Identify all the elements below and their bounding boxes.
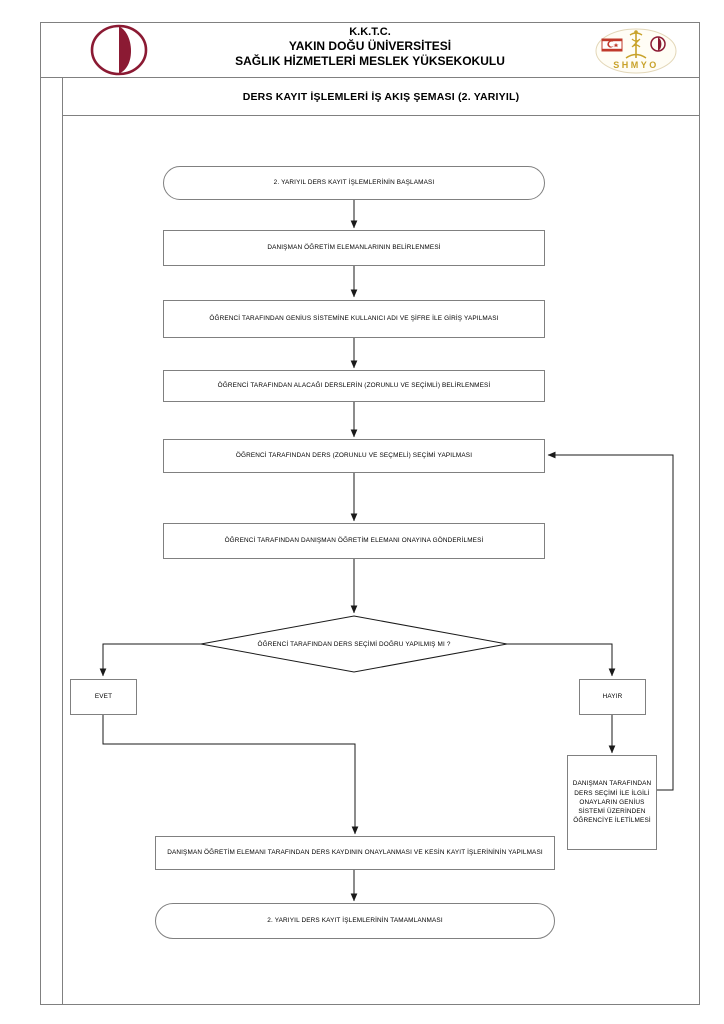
flow-node-determine-courses[interactable]: ÖĞRENCİ TARAFINDAN ALACAĞI DERSLERİN (ZO… (163, 370, 545, 402)
header-line-school: SAĞLIK HİZMETLERİ MESLEK YÜKSEKOKULU (235, 54, 505, 69)
header-line-country: K.K.T.C. (349, 26, 391, 38)
document-title: DERS KAYIT İŞLEMLERİ İŞ AKIŞ ŞEMASI (2. … (242, 90, 520, 103)
flow-node-start[interactable]: 2. YARIYIL DERS KAYIT İŞLEMLERİNİN BAŞLA… (163, 166, 545, 200)
flow-node-select-courses[interactable]: ÖĞRENCİ TARAFINDAN DERS (ZORUNLU VE SEÇM… (163, 439, 545, 473)
header-row (40, 22, 700, 78)
flow-node-end[interactable]: 2. YARIYIL DERS KAYIT İŞLEMLERİNİN TAMAM… (155, 903, 555, 939)
svg-text:SHMYO: SHMYO (613, 60, 659, 70)
flow-node-select-courses-label: ÖĞRENCİ TARAFINDAN DERS (ZORUNLU VE SEÇM… (235, 452, 473, 460)
flow-node-approve-registration-label: DANIŞMAN ÖĞRETİM ELEMANI TARAFINDAN DERS… (167, 849, 543, 857)
flow-node-yes[interactable]: EVET (70, 679, 137, 715)
flow-node-yes-label: EVET (94, 693, 113, 701)
flow-node-determine-courses-label: ÖĞRENCİ TARAFINDAN ALACAĞI DERSLERİN (ZO… (217, 382, 491, 390)
flow-node-no[interactable]: HAYIR (579, 679, 646, 715)
flow-node-no-label: HAYIR (602, 693, 623, 701)
institution-header: K.K.T.C. YAKIN DOĞU ÜNİVERSİTESİ SAĞLIK … (180, 26, 560, 69)
inner-content-border (62, 78, 700, 1005)
near-east-university-logo (88, 24, 150, 76)
document-title-bar: DERS KAYIT İŞLEMLERİ İŞ AKIŞ ŞEMASI (2. … (62, 78, 700, 116)
flow-node-send-for-approval[interactable]: ÖĞRENCİ TARAFINDAN DANIŞMAN ÖĞRETİM ELEM… (163, 523, 545, 559)
shmyo-emblem-icon: SHMYO (592, 26, 680, 76)
flow-node-end-label: 2. YARIYIL DERS KAYIT İŞLEMLERİNİN TAMAM… (267, 917, 443, 925)
flow-node-advisors-label: DANIŞMAN ÖĞRETİM ELEMANLARININ BELİRLENM… (267, 244, 441, 252)
flow-node-advisors[interactable]: DANIŞMAN ÖĞRETİM ELEMANLARININ BELİRLENM… (163, 230, 545, 266)
flow-node-start-label: 2. YARIYIL DERS KAYIT İŞLEMLERİNİN BAŞLA… (273, 179, 435, 187)
flow-node-decision-text: ÖĞRENCİ TARAFINDAN DERS SEÇİMİ DOĞRU YAP… (257, 640, 451, 648)
flow-node-login-label: ÖĞRENCİ TARAFINDAN GENİUS SİSTEMİNE KULL… (209, 315, 499, 323)
flow-node-approve-registration[interactable]: DANIŞMAN ÖĞRETİM ELEMANI TARAFINDAN DERS… (155, 836, 555, 870)
flow-node-notify-student-label: DANIŞMAN TARAFINDAN DERS SEÇİMİ İLE İLGİ… (572, 780, 652, 825)
flow-node-login[interactable]: ÖĞRENCİ TARAFINDAN GENİUS SİSTEMİNE KULL… (163, 300, 545, 338)
header-line-university: YAKIN DOĞU ÜNİVERSİTESİ (288, 39, 452, 54)
flow-node-send-for-approval-label: ÖĞRENCİ TARAFINDAN DANIŞMAN ÖĞRETİM ELEM… (224, 537, 484, 545)
flow-node-notify-student[interactable]: DANIŞMAN TARAFINDAN DERS SEÇİMİ İLE İLGİ… (567, 755, 657, 850)
flow-node-decision-label: ÖĞRENCİ TARAFINDAN DERS SEÇİMİ DOĞRU YAP… (224, 634, 484, 654)
